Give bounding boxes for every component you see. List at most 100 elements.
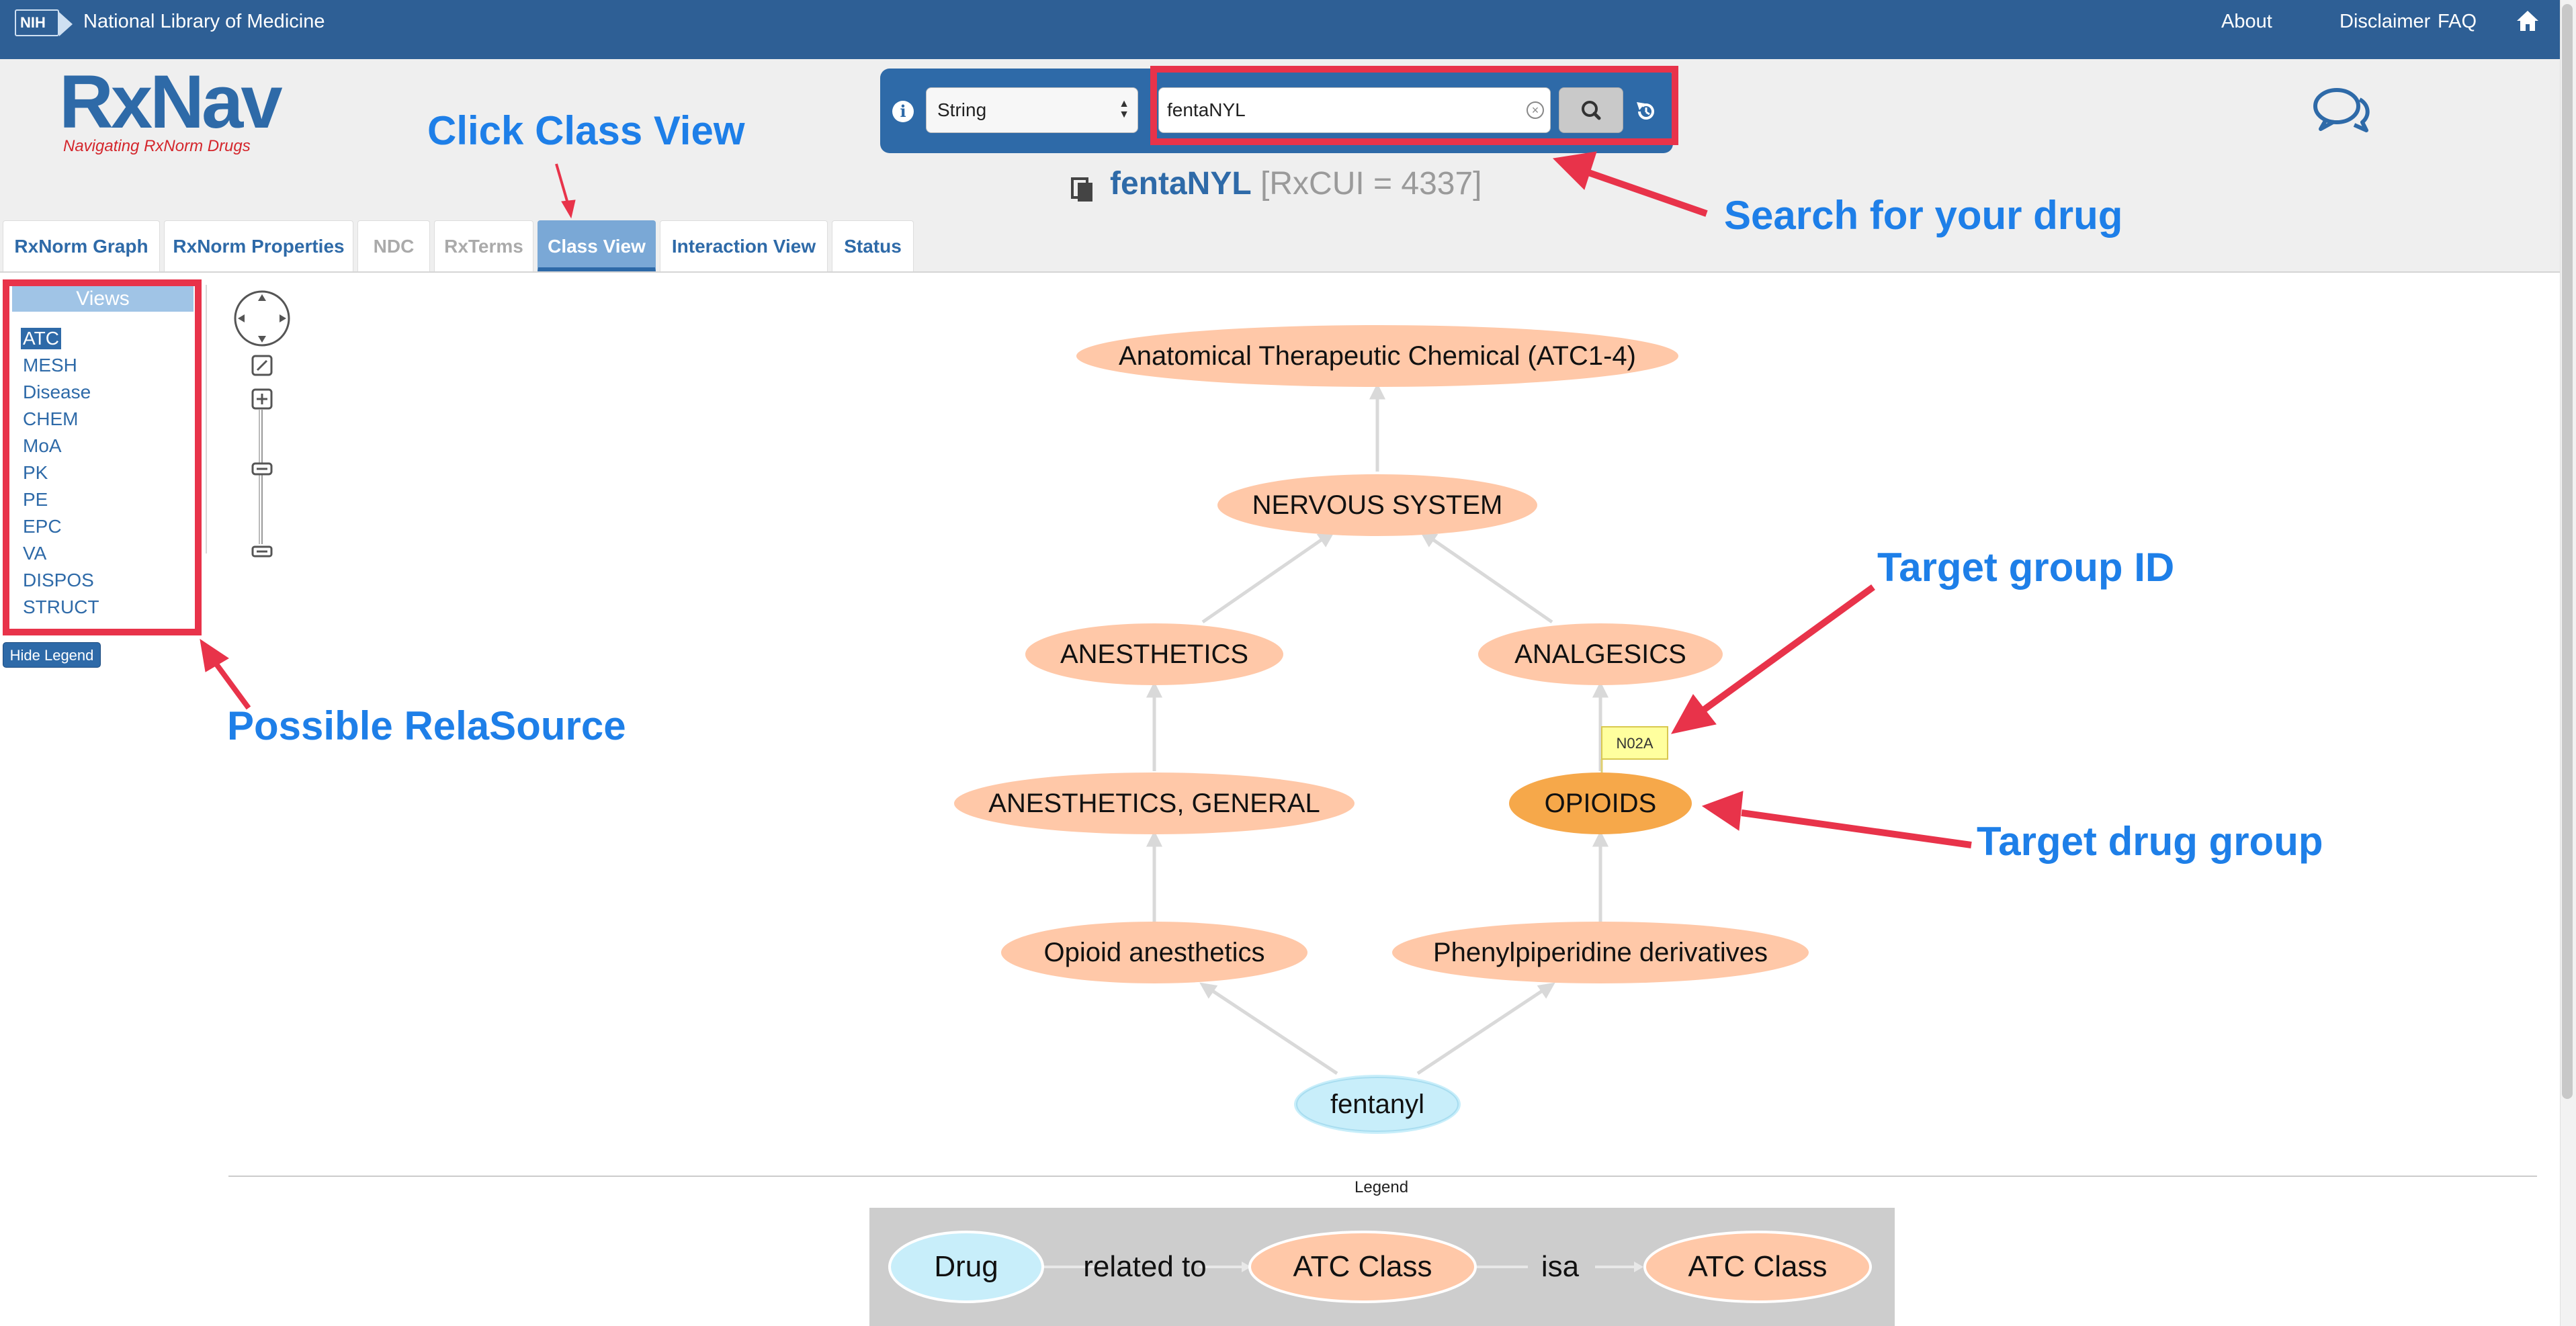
search-input[interactable]: fentaNYL — [1158, 87, 1551, 133]
annotation-search-for-drug: Search for your drug — [1724, 193, 2123, 238]
view-item-struct[interactable]: STRUCT — [23, 596, 99, 617]
node-atc-root[interactable]: Anatomical Therapeutic Chemical (ATC1-4) — [1076, 325, 1678, 387]
node-fentanyl[interactable]: fentanyl — [1291, 1072, 1463, 1137]
legend-arrow-isa — [1634, 1262, 1643, 1272]
arrow-nervous-atc — [1369, 383, 1386, 400]
copy-icon[interactable] — [1070, 173, 1097, 203]
rxnav-logo[interactable]: RxNav Navigating RxNorm Drugs — [59, 64, 283, 165]
legend-isa-label: isa — [1541, 1250, 1580, 1283]
node-opioid-anesthetics-label: Opioid anesthetics — [1043, 938, 1264, 967]
legend-class-node-2: ATC Class — [1643, 1231, 1872, 1303]
node-anesthetics-general-label: ANESTHETICS, GENERAL — [988, 789, 1320, 818]
graph-edges — [1146, 383, 1609, 1075]
node-nervous-system-label: NERVOUS SYSTEM — [1252, 490, 1503, 520]
graph-navigation — [234, 290, 290, 558]
edge-anesthetics-nervous — [1201, 535, 1326, 624]
node-opioid-anesthetics[interactable]: Opioid anesthetics — [1001, 922, 1307, 983]
drug-name: fentaNYL — [1110, 166, 1252, 202]
view-item-dispos[interactable]: DISPOS — [23, 570, 94, 590]
legend-arrow-related — [1242, 1262, 1251, 1272]
select-arrows-icon: ▲▼ — [1119, 98, 1129, 120]
nlm-title[interactable]: National Library of Medicine — [83, 11, 325, 32]
node-phenylpiperidine-label: Phenylpiperidine derivatives — [1433, 938, 1768, 967]
group-id-tag-label: N02A — [1616, 735, 1653, 752]
faq-link[interactable]: FAQ — [2438, 11, 2477, 32]
view-item-mesh[interactable]: MESH — [23, 355, 77, 375]
annotation-target-group-id: Target group ID — [1877, 545, 2175, 590]
home-icon[interactable] — [2516, 9, 2540, 32]
arrow-to-views — [200, 638, 251, 710]
view-item-chem[interactable]: CHEM — [23, 408, 79, 429]
edge-fentanyl-opioidanes — [1208, 987, 1338, 1075]
arrow-fentanyl-opioidanes — [1199, 982, 1218, 999]
tab-status[interactable]: Status — [832, 220, 914, 271]
legend-drug-label: Drug — [934, 1250, 998, 1283]
view-item-pe[interactable]: PE — [23, 489, 48, 510]
reset-icon[interactable] — [1633, 98, 1660, 125]
group-id-tag[interactable]: N02A — [1600, 726, 1668, 772]
chat-icon[interactable] — [2311, 83, 2372, 137]
legend-related-label: related to — [1083, 1250, 1206, 1283]
view-item-disease[interactable]: Disease — [23, 382, 91, 402]
node-analgesics[interactable]: ANALGESICS — [1478, 623, 1723, 685]
nih-badge-icon[interactable]: NIH — [15, 9, 73, 36]
view-item-va[interactable]: VA — [23, 543, 47, 564]
tab-interaction-view[interactable]: Interaction View — [660, 220, 828, 271]
views-header: Views — [12, 286, 194, 312]
arrow-to-class-view — [555, 163, 576, 219]
scrollbar-thumb[interactable] — [2562, 4, 2573, 1099]
edge-analgesics-nervous — [1428, 535, 1553, 624]
annotation-target-drug-group: Target drug group — [1977, 819, 2323, 864]
disclaimer-link[interactable]: Disclaimer — [2339, 11, 2431, 32]
clear-icon[interactable]: × — [1527, 101, 1544, 119]
tab-ndc[interactable]: NDC — [357, 220, 430, 271]
tab-rxnorm-properties[interactable]: RxNorm Properties — [164, 220, 353, 271]
logo-subtitle: Navigating RxNorm Drugs — [63, 137, 251, 155]
annotation-click-class-view: Click Class View — [427, 108, 745, 153]
legend-class-label-1: ATC Class — [1293, 1250, 1432, 1283]
node-nervous-system[interactable]: NERVOUS SYSTEM — [1217, 474, 1537, 536]
annotation-possible-relasource: Possible RelaSource — [227, 703, 626, 748]
legend-divider — [228, 1176, 2537, 1177]
about-link[interactable]: About — [2221, 11, 2272, 32]
drug-title: fentaNYL [RxCUI = 4337] — [1110, 165, 1482, 202]
node-anesthetics-label: ANESTHETICS — [1060, 639, 1248, 669]
legend-class-label-2: ATC Class — [1688, 1250, 1828, 1283]
annotation-arrows — [200, 151, 1972, 848]
arrow-anesthetics-nervous — [1316, 531, 1335, 547]
node-phenylpiperidine[interactable]: Phenylpiperidine derivatives — [1392, 922, 1809, 983]
arrow-to-group-id — [1671, 584, 1875, 734]
edge-fentanyl-phenyl — [1416, 987, 1547, 1075]
tab-rxterms[interactable]: RxTerms — [434, 220, 533, 271]
node-anesthetics[interactable]: ANESTHETICS — [1025, 623, 1283, 685]
arrow-opioids-analgesics — [1592, 681, 1609, 698]
pan-control-icon[interactable] — [234, 290, 290, 347]
node-anesthetics-general[interactable]: ANESTHETICS, GENERAL — [954, 772, 1355, 834]
search-type-select[interactable]: String ▲▼ — [926, 87, 1138, 133]
view-item-moa[interactable]: MoA — [23, 435, 62, 456]
search-annotation-box — [1150, 66, 1678, 145]
legend-class-node-1: ATC Class — [1248, 1231, 1477, 1303]
info-icon[interactable]: i — [892, 101, 914, 122]
hide-legend-button[interactable]: Hide Legend — [3, 642, 101, 668]
node-opioids[interactable]: OPIOIDS — [1509, 772, 1692, 834]
arrow-phenyl-opioids — [1592, 830, 1609, 847]
fit-icon[interactable] — [251, 355, 273, 376]
tab-class-view[interactable]: Class View — [538, 220, 656, 271]
arrow-to-target-group — [1701, 791, 1972, 848]
legend-graph: Drug related to ATC Class isa ATC Class — [888, 1231, 1872, 1303]
node-opioids-label: OPIOIDS — [1545, 789, 1657, 818]
view-item-pk[interactable]: PK — [23, 462, 48, 483]
view-item-atc[interactable]: ATC — [21, 328, 61, 349]
zoom-out-icon[interactable] — [251, 545, 273, 558]
arrow-to-search — [1552, 151, 1708, 217]
view-item-epc[interactable]: EPC — [23, 516, 62, 537]
logo-mark: RxNav — [59, 60, 283, 144]
graph-nodes: Anatomical Therapeutic Chemical (ATC1-4)… — [954, 325, 1809, 1137]
node-fentanyl-label: fentanyl — [1330, 1090, 1424, 1119]
zoom-in-icon[interactable] — [251, 388, 273, 410]
search-button[interactable] — [1559, 87, 1623, 133]
tab-bar — [0, 219, 2560, 273]
tab-rxnorm-graph[interactable]: RxNorm Graph — [3, 220, 160, 271]
